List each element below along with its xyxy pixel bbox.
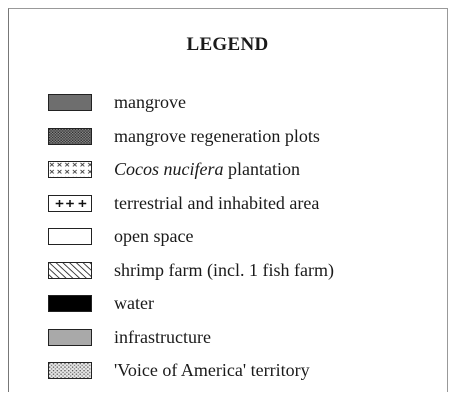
legend-item-open-space: open space	[48, 220, 334, 254]
legend-label: shrimp farm (incl. 1 fish farm)	[114, 259, 334, 280]
legend-label: 'Voice of America' territory	[114, 360, 310, 381]
legend-item-cocos-nucifera-plantation: Cocos nucifera plantation	[48, 153, 334, 187]
legend-item-infrastructure: infrastructure	[48, 321, 334, 355]
legend-item-terrestrial-and-inhabited-area: terrestrial and inhabited area	[48, 187, 334, 221]
swatch-cocos-nucifera-plantation	[48, 161, 92, 179]
legend-label: open space	[114, 226, 194, 247]
legend-item-mangrove-regeneration-plots: mangrove regeneration plots	[48, 120, 334, 154]
legend-list: mangrove mangrove regeneration plots	[48, 86, 334, 388]
swatch-water	[48, 295, 92, 313]
legend-label: mangrove	[114, 92, 186, 113]
swatch-terrestrial-and-inhabited-area	[48, 194, 92, 212]
legend-label: water	[114, 293, 154, 314]
swatch-infrastructure	[48, 328, 92, 346]
legend-title: LEGEND	[186, 34, 269, 55]
legend-label: Cocos nucifera plantation	[114, 159, 300, 180]
legend-item-shrimp-farm: shrimp farm (incl. 1 fish farm)	[48, 254, 334, 288]
swatch-open-space	[48, 228, 92, 246]
swatch-mangrove-regeneration-plots	[48, 127, 92, 145]
legend-item-mangrove: mangrove	[48, 86, 334, 120]
legend-label-italic: Cocos nucifera	[114, 159, 224, 180]
legend-label: mangrove regeneration plots	[114, 125, 320, 146]
legend-label-rest: plantation	[223, 159, 300, 180]
swatch-mangrove	[48, 94, 92, 112]
legend-item-water: water	[48, 287, 334, 321]
legend-frame	[8, 8, 448, 392]
swatch-shrimp-farm	[48, 261, 92, 279]
swatch-voice-of-america-territory	[48, 362, 92, 380]
legend-label: infrastructure	[114, 326, 211, 347]
legend-item-voice-of-america-territory: 'Voice of America' territory	[48, 354, 334, 388]
legend-label: terrestrial and inhabited area	[114, 192, 320, 213]
